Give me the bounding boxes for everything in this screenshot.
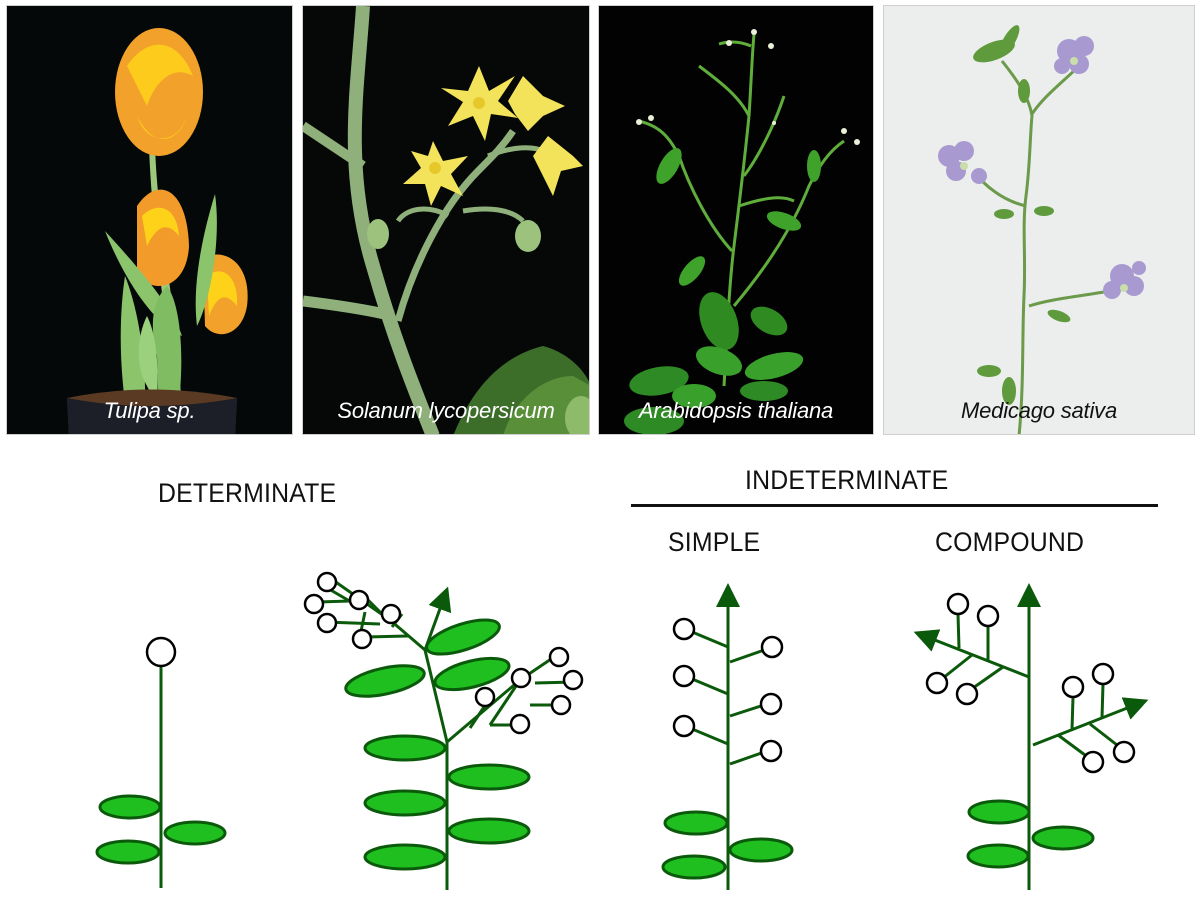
tulip-illustration xyxy=(67,28,248,434)
heading-indeterminate: INDETERMINATE xyxy=(745,465,949,495)
diagram-indeterminate-compound xyxy=(913,583,1149,890)
heading-determinate: DETERMINATE xyxy=(158,478,337,508)
diagram-determinate-single xyxy=(95,636,227,888)
photo-caption-solanum: Solanum lycopersicum xyxy=(337,398,555,423)
photo-caption-medicago: Medicago sativa xyxy=(961,398,1117,423)
photo-solanum: Solanum lycopersicum xyxy=(302,5,590,435)
diagram-determinate-sympodial xyxy=(303,571,584,890)
medicago-illustration xyxy=(938,25,1146,434)
heading-simple: SIMPLE xyxy=(668,527,761,557)
photo-caption-arabidopsis: Arabidopsis thaliana xyxy=(638,398,834,423)
photo-tulipa: Tulipa sp. xyxy=(6,5,293,435)
arabidopsis-illustration xyxy=(624,29,860,434)
heading-compound: COMPOUND xyxy=(935,527,1085,557)
photo-arabidopsis: Arabidopsis thaliana xyxy=(598,5,874,435)
photo-caption-tulipa: Tulipa sp. xyxy=(103,398,196,423)
tomato-illustration xyxy=(303,6,589,434)
photo-medicago: Medicago sativa xyxy=(883,5,1195,435)
indeterminate-divider xyxy=(631,504,1158,507)
diagram-indeterminate-simple xyxy=(661,583,794,890)
